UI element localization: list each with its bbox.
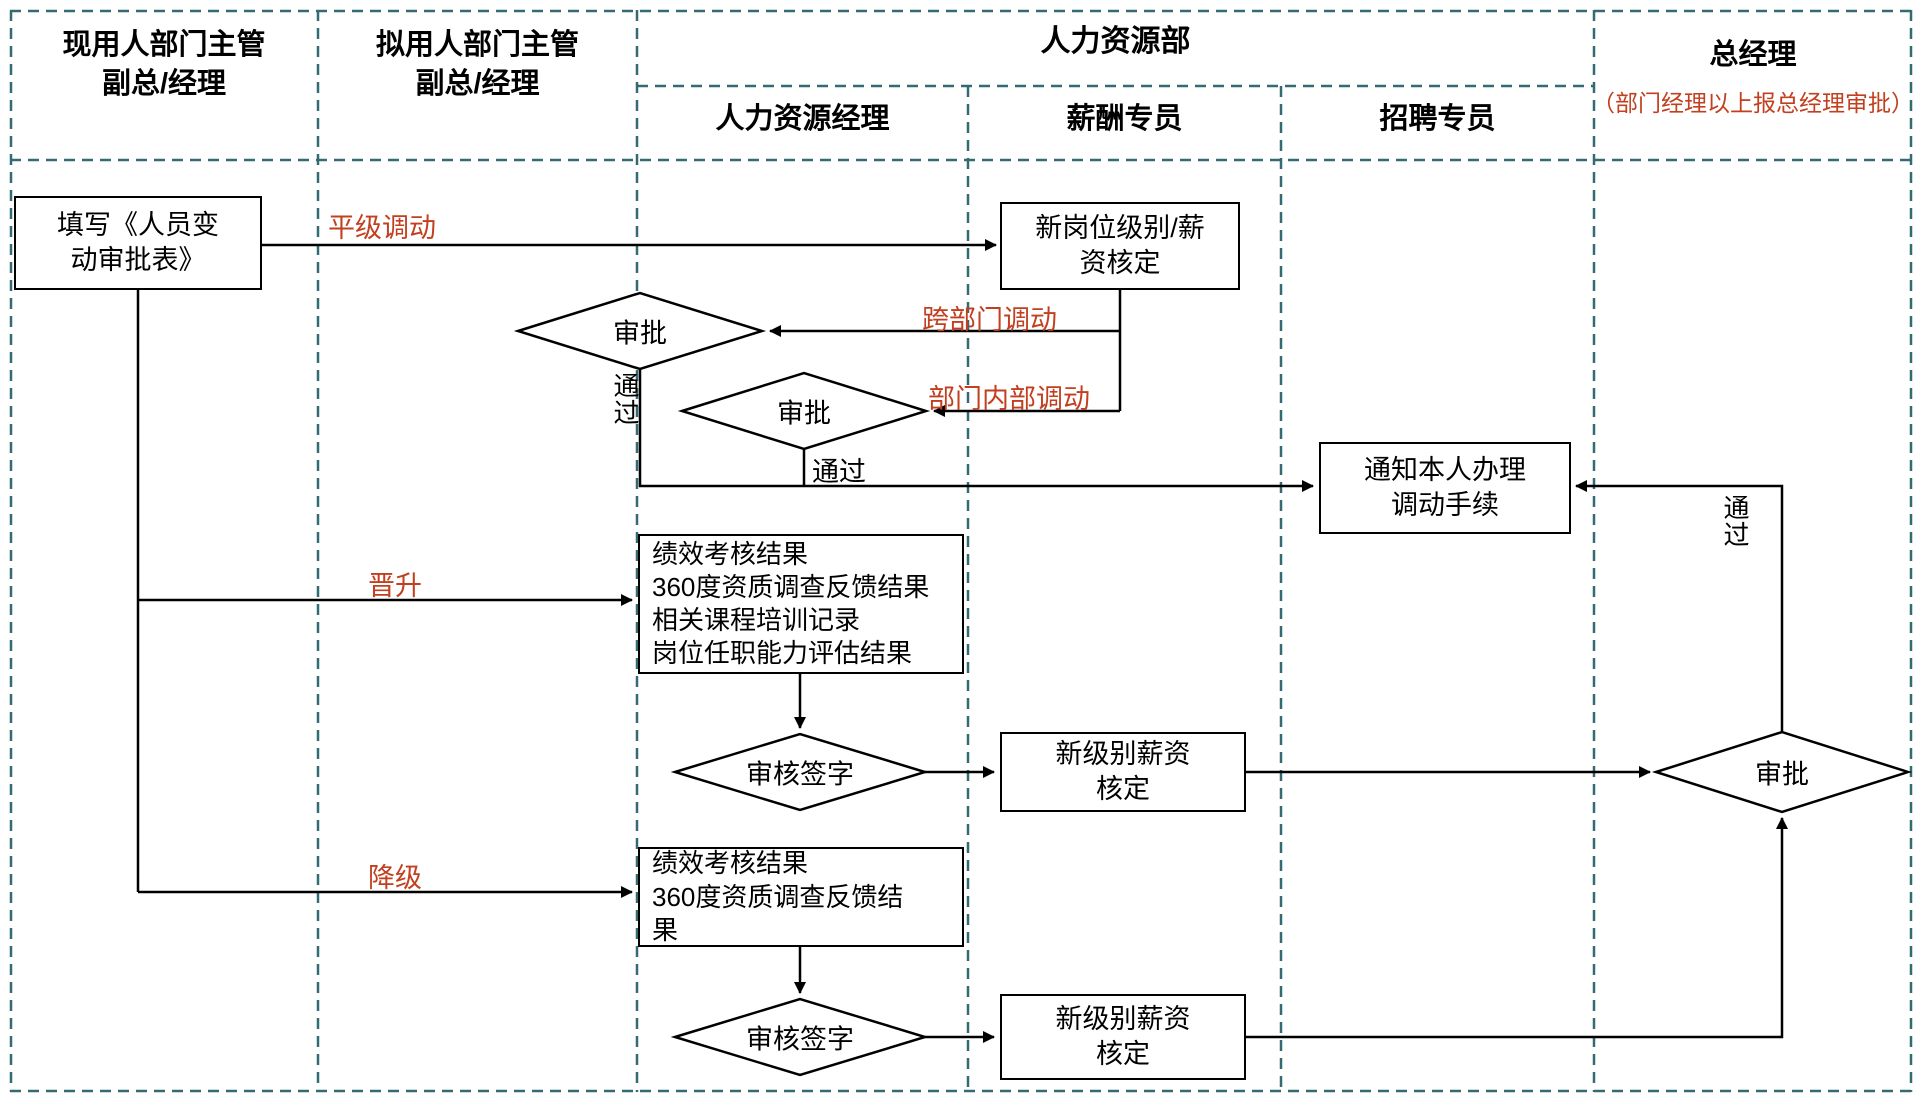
label-approve-cross-dept: 审批 [613,318,667,349]
edge-label-pass-cross: 通过 [610,372,640,426]
label-gm-approve: 审批 [1755,759,1809,790]
lane-header-proposed-dept: 拟用人部门主管 副总/经理 [375,29,579,101]
edge-gmapprove-to-notify [1575,480,1784,732]
lane-grid [9,9,1913,1093]
diamond-approve-intra-dept [677,371,931,451]
lane-header-general-manager: 总经理 [1709,39,1797,71]
diamond-approve-cross-dept [513,291,767,371]
edge-label-cross-dept-transfer: 跨部门调动 [922,305,1057,335]
lane-header-recruitment-specialist: 招聘专员 [1379,103,1496,135]
lane-header-hr-dept: 人力资源部 [1040,25,1191,58]
lane-header-compensation-specialist: 薪酬专员 [1066,103,1183,135]
diamond-review-sign-demotion [670,997,930,1077]
label-review-sign-demotion: 审核签字 [746,1024,854,1055]
process-box-promotion-docs: 绩效考核结果 360度资质调查反馈结果 相关课程培训记录 岗位任职能力评估结果 [638,534,964,674]
decision-shapes [513,291,1913,1077]
process-box-new-position-salary: 新岗位级别/薪 资核定 [1000,202,1240,290]
label-review-sign-promotion: 审核签字 [746,759,854,790]
edge-label-demotion: 降级 [368,863,422,893]
label-approve-intra-dept: 审批 [777,398,831,429]
edge-label-promotion: 晋升 [368,571,422,601]
edge-label-pass-intra: 通过 [812,457,866,487]
lane-header-hr-manager: 人力资源经理 [715,103,890,135]
edge-label-pass-gm: 通过 [1720,494,1750,548]
process-box-new-level-salary-promotion: 新级别薪资 核定 [1000,732,1246,812]
edge-salary2-to-gmapprove [1246,817,1788,1039]
edge-label-intra-dept-transfer: 部门内部调动 [928,384,1090,414]
process-box-fill-form: 填写《人员变 动审批表》 [14,196,262,290]
edge-label-lateral-transfer: 平级调动 [328,213,436,243]
process-box-notify-person: 通知本人办理 调动手续 [1319,442,1571,534]
gm-approval-note: （部门经理以上报总经理审批） [1592,90,1914,116]
diamond-review-sign-promotion [670,732,930,812]
process-box-new-level-salary-demotion: 新级别薪资 核定 [1000,994,1246,1080]
lane-header-current-dept: 现用人部门主管 副总/经理 [62,29,266,101]
connectors [136,239,1788,1043]
diamond-gm-approve [1651,730,1913,814]
process-box-demotion-docs: 绩效考核结果 360度资质调查反馈结 果 [638,847,964,947]
